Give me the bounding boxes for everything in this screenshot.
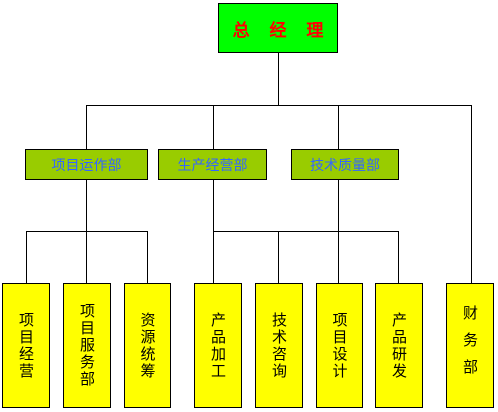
department-box-technical-quality: 技术质量部: [291, 149, 399, 180]
unit-box-product-processing: 产品加工: [194, 283, 242, 408]
unit-box-project-management: 项目经营: [2, 283, 50, 408]
unit-box-project-service: 项目服务部: [63, 283, 111, 408]
unit-label: 项目经营: [17, 311, 35, 380]
department-label: 技术质量部: [310, 158, 380, 174]
unit-label: 项目服务部: [78, 303, 96, 388]
unit-label: 资源统筹: [138, 311, 157, 380]
department-label: 项目运作部: [51, 158, 122, 174]
department-box-project-operation: 项目运作部: [25, 149, 148, 180]
unit-label: 技术咨询: [270, 311, 288, 380]
unit-label: 财务部: [461, 305, 479, 386]
unit-box-project-design: 项目设计: [316, 283, 363, 408]
unit-label: 产品加工: [209, 311, 227, 380]
general-manager-label: 总 经 理: [232, 20, 331, 41]
unit-box-product-rnd: 产品研发: [375, 283, 423, 408]
unit-label: 项目设计: [330, 311, 349, 380]
unit-box-finance: 财务部: [446, 283, 494, 408]
unit-box-resource-coordination: 资源统筹: [124, 283, 171, 408]
general-manager-box: 总 经 理: [218, 3, 338, 53]
department-box-production-operation: 生产经营部: [158, 149, 267, 180]
unit-box-technical-consulting: 技术咨询: [255, 283, 303, 408]
unit-label: 产品研发: [390, 311, 408, 380]
department-label: 生产经营部: [177, 158, 248, 174]
